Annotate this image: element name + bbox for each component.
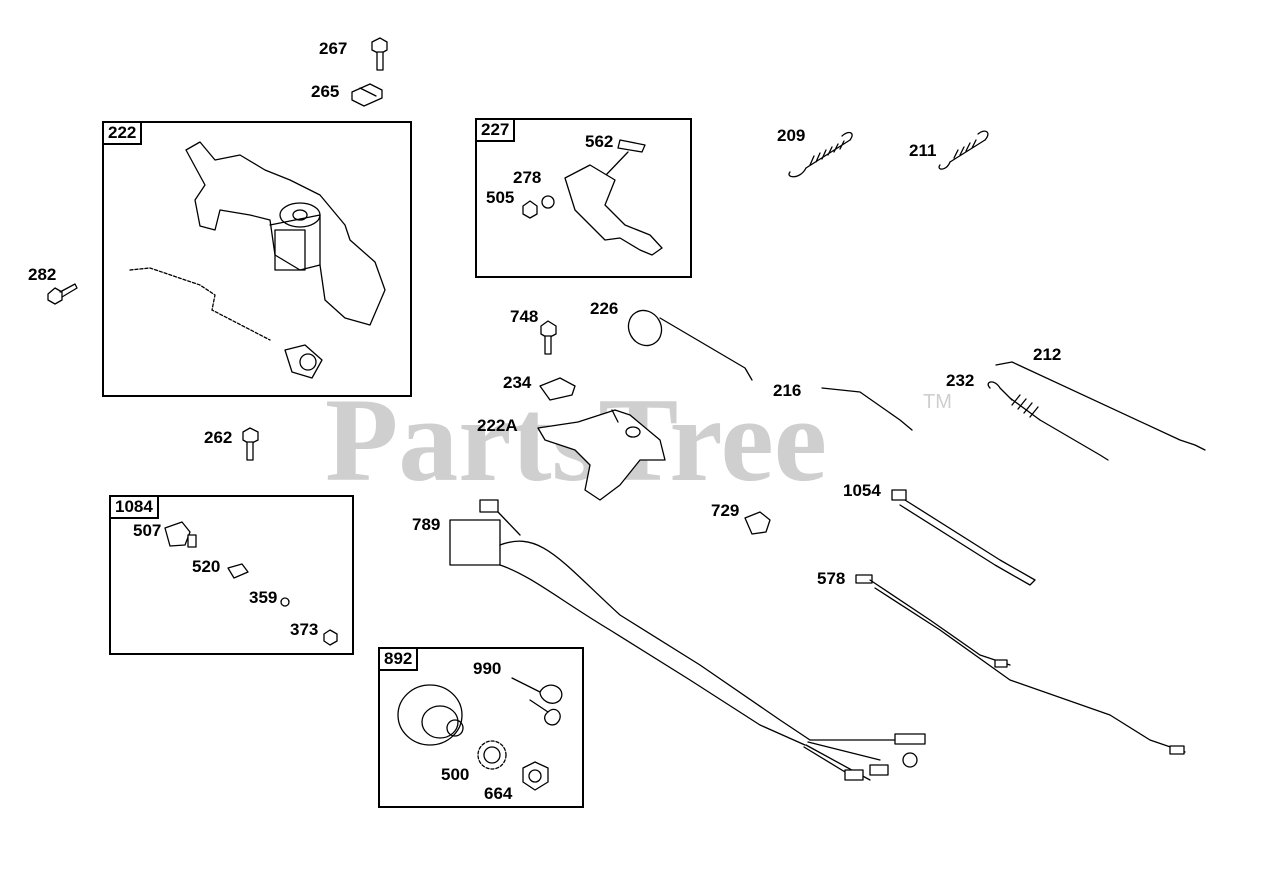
- clip-234-icon: [539, 377, 576, 401]
- group-box-222: 222: [102, 121, 412, 397]
- part-label-222A[interactable]: 222A: [477, 416, 518, 435]
- part-label-262[interactable]: 262: [204, 428, 233, 447]
- part-label-216[interactable]: 216: [773, 381, 802, 400]
- part-label-578[interactable]: 578: [817, 569, 846, 588]
- part-label-234[interactable]: 234: [503, 373, 532, 392]
- part-label-278[interactable]: 278: [513, 168, 542, 187]
- cable-tie-1054-icon: [891, 489, 1036, 586]
- part-label-1054[interactable]: 1054: [843, 481, 881, 500]
- group-box-892: 892: [378, 647, 584, 808]
- bolt-267-icon: [371, 37, 388, 71]
- wire-578-icon: [855, 574, 1186, 755]
- part-label-265[interactable]: 265: [311, 82, 340, 101]
- bolt-748-icon: [540, 320, 557, 355]
- spring-211-icon: [938, 130, 989, 170]
- part-label-664[interactable]: 664: [484, 784, 513, 803]
- washer-359-icon: [280, 597, 290, 607]
- part-label-789[interactable]: 789: [412, 515, 441, 534]
- group-box-1084: 1084: [109, 495, 354, 655]
- wiring-harness-789-icon: [449, 499, 926, 781]
- part-label-212[interactable]: 212: [1033, 345, 1062, 364]
- ignition-switch-892-icon: [397, 684, 464, 746]
- group-label-892: 892: [378, 647, 419, 671]
- rod-216-icon: [821, 387, 913, 431]
- nut-664-icon: [522, 761, 549, 791]
- part-label-373[interactable]: 373: [290, 620, 319, 639]
- part-label-500[interactable]: 500: [441, 765, 470, 784]
- part-label-226[interactable]: 226: [590, 299, 619, 318]
- bracket-227-icon: [522, 139, 663, 256]
- part-label-282[interactable]: 282: [28, 265, 57, 284]
- bracket-520-icon: [227, 563, 249, 579]
- part-label-209[interactable]: 209: [777, 126, 806, 145]
- bolt-282-icon: [47, 283, 78, 305]
- part-label-232[interactable]: 232: [946, 371, 975, 390]
- nut-373-icon: [323, 629, 338, 646]
- rod-212-icon: [995, 361, 1206, 451]
- bolt-262-icon: [242, 427, 259, 461]
- part-label-990[interactable]: 990: [473, 659, 502, 678]
- part-label-211[interactable]: 211: [909, 141, 937, 160]
- rod-226-icon: [627, 309, 753, 381]
- governor-bracket-222-icon: [129, 141, 386, 379]
- clip-729-icon: [744, 511, 771, 535]
- group-label-1084: 1084: [109, 495, 159, 519]
- part-label-267[interactable]: 267: [319, 39, 348, 58]
- spring-209-icon: [788, 131, 853, 178]
- group-label-222: 222: [102, 121, 143, 145]
- spring-232-icon: [987, 381, 1109, 461]
- watermark-trademark: TM: [923, 391, 952, 413]
- key-990-icon: [511, 677, 563, 726]
- part-label-520[interactable]: 520: [192, 557, 221, 576]
- part-label-507[interactable]: 507: [133, 521, 162, 540]
- group-label-227: 227: [475, 118, 516, 142]
- switch-507-icon: [164, 521, 197, 548]
- part-label-748[interactable]: 748: [510, 307, 539, 326]
- lock-washer-500-icon: [477, 740, 507, 770]
- group-box-227: 227: [475, 118, 692, 278]
- bracket-222A-icon: [537, 409, 666, 501]
- part-label-729[interactable]: 729: [711, 501, 740, 520]
- part-label-562[interactable]: 562: [585, 132, 614, 151]
- part-label-505[interactable]: 505: [486, 188, 515, 207]
- clip-265-icon: [351, 83, 383, 107]
- part-label-359[interactable]: 359: [249, 588, 278, 607]
